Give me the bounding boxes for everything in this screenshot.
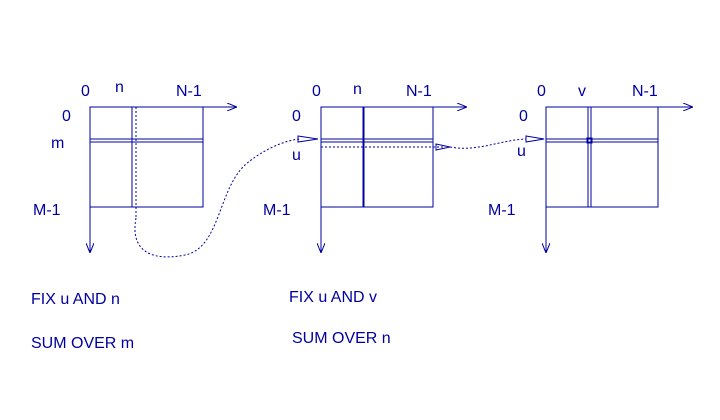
label-0-top-right: 0 <box>537 83 546 100</box>
label-0-left-left: 0 <box>62 108 71 125</box>
matrix-box-right <box>545 106 659 208</box>
matrix-box-left <box>89 106 204 208</box>
label-0-top-left: 0 <box>81 83 90 100</box>
label-0-top-middle: 0 <box>312 83 321 100</box>
connector-left-to-middle <box>134 138 301 258</box>
label-M-1-left-left: M-1 <box>33 202 61 219</box>
label-N-1-top-right: N-1 <box>632 83 658 100</box>
incoming-arrow-right <box>525 135 545 143</box>
label-N-1-top-left: N-1 <box>176 83 202 100</box>
outgoing-arrow-middle <box>435 143 451 151</box>
caption-left-line1: FIX u AND n <box>31 291 120 308</box>
connector-middle-to-right <box>449 138 527 149</box>
panel-middle: 0 n N-1 0 u M-1 <box>263 81 466 252</box>
caption-middle-line1: FIX u AND v <box>289 289 377 306</box>
label-n-top-left: n <box>115 79 124 96</box>
label-0-left-middle: 0 <box>292 108 301 125</box>
caption-left-line2: SUM OVER m <box>31 335 134 352</box>
label-v-top-right: v <box>578 83 586 100</box>
matrix-box-middle <box>320 106 434 208</box>
element-uv-marker <box>586 137 593 144</box>
label-u-left-middle: u <box>292 147 301 164</box>
label-m-left-left: m <box>51 135 64 152</box>
panel-left: 0 n N-1 0 m M-1 <box>33 79 236 252</box>
label-N-1-top-middle: N-1 <box>406 83 432 100</box>
label-M-1-left-right: M-1 <box>488 202 516 219</box>
panel-right: 0 v N-1 0 u M-1 <box>488 83 692 252</box>
label-0-left-right: 0 <box>519 108 528 125</box>
label-M-1-left-middle: M-1 <box>263 202 291 219</box>
caption-middle-line2: SUM OVER n <box>292 330 391 347</box>
label-n-top-middle: n <box>353 81 362 98</box>
label-u-left-right: u <box>517 143 526 160</box>
incoming-arrow-middle <box>297 135 319 143</box>
